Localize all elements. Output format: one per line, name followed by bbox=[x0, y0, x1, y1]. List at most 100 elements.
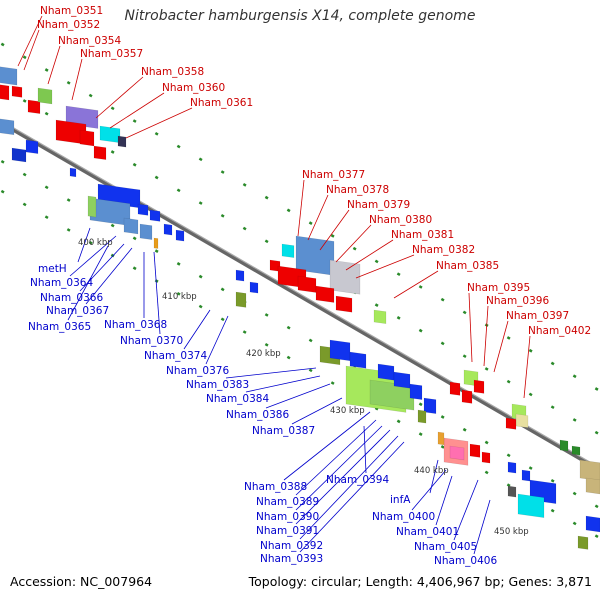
tick-dot bbox=[572, 418, 577, 422]
leader-line bbox=[483, 305, 489, 367]
tick-dot bbox=[418, 328, 423, 333]
tick-dot bbox=[308, 221, 313, 225]
accession-text: Accession: NC_007964 bbox=[10, 574, 153, 589]
tick-dot bbox=[0, 189, 5, 194]
tick-dot bbox=[286, 325, 291, 330]
tick-dot bbox=[462, 354, 467, 358]
gene-feature bbox=[175, 229, 185, 242]
gene-feature bbox=[571, 445, 581, 456]
gene-feature bbox=[27, 99, 41, 114]
gene-feature bbox=[377, 363, 395, 381]
tick-dot bbox=[198, 157, 203, 162]
gene-feature bbox=[329, 259, 361, 295]
tick-dot bbox=[352, 246, 357, 251]
tick-dot bbox=[44, 111, 49, 116]
tick-dot bbox=[198, 304, 203, 309]
leader-line bbox=[183, 309, 211, 350]
tick-dot bbox=[242, 226, 247, 231]
gene-label-reverse: Nham_0366 bbox=[40, 292, 103, 304]
scale-label: 430 kbp bbox=[330, 406, 365, 416]
tick-dot bbox=[110, 150, 115, 154]
leader-line bbox=[355, 254, 415, 279]
gene-label-reverse: Nham_0392 bbox=[260, 540, 323, 552]
tick-dot bbox=[462, 427, 467, 432]
tick-dot bbox=[220, 287, 225, 292]
tick-dot bbox=[484, 440, 489, 445]
scale-label: 400 kbp bbox=[78, 238, 113, 248]
tick-dot bbox=[594, 387, 599, 391]
tick-dot bbox=[0, 159, 5, 164]
tick-dot bbox=[374, 259, 379, 264]
tick-dot bbox=[506, 453, 511, 458]
gene-feature bbox=[149, 209, 161, 222]
tick-dot bbox=[572, 491, 577, 496]
tick-dot bbox=[198, 201, 203, 205]
gene-feature bbox=[449, 445, 465, 461]
gene-label-forward: Nham_0378 bbox=[326, 184, 389, 196]
gene-feature bbox=[507, 485, 517, 498]
tick-dot bbox=[330, 381, 335, 385]
tick-dot bbox=[286, 355, 291, 360]
tick-dot bbox=[154, 175, 159, 180]
gene-feature bbox=[329, 339, 351, 362]
gene-label-reverse: Nham_0367 bbox=[46, 305, 109, 317]
leader-line bbox=[17, 15, 43, 67]
leader-line bbox=[335, 224, 372, 263]
gene-feature bbox=[137, 203, 149, 216]
genome-summary: Topology: circular; Length: 4,406,967 bp… bbox=[248, 574, 592, 589]
gene-label-forward: Nham_0351 bbox=[40, 5, 103, 17]
gene-label-forward: Nham_0396 bbox=[486, 295, 549, 307]
tick-dot bbox=[572, 374, 577, 379]
leader-line bbox=[69, 235, 117, 277]
gene-label-forward: Nham_0377 bbox=[302, 169, 365, 181]
gene-label-forward: Nham_0361 bbox=[190, 97, 253, 109]
gene-label-forward: Nham_0395 bbox=[467, 282, 530, 294]
tick-dot bbox=[132, 119, 137, 123]
tick-dot bbox=[66, 80, 71, 85]
leader-line bbox=[85, 247, 133, 305]
leader-line bbox=[523, 335, 531, 399]
leader-line bbox=[47, 45, 61, 85]
leader-line bbox=[319, 209, 350, 251]
gene-feature bbox=[25, 139, 39, 154]
leader-line bbox=[393, 270, 439, 299]
gene-feature bbox=[515, 413, 529, 428]
tick-dot bbox=[176, 188, 181, 193]
gene-labels: Nham_0351Nham_0352Nham_0354Nham_0357Nham… bbox=[28, 5, 591, 567]
gene-feature bbox=[315, 285, 335, 303]
gene-feature bbox=[521, 469, 531, 482]
leader-line bbox=[468, 292, 473, 363]
tick-dot bbox=[44, 68, 49, 72]
tick-dot bbox=[44, 215, 49, 220]
leader-line bbox=[429, 459, 439, 494]
gene-feature bbox=[235, 269, 245, 282]
gene-feature bbox=[79, 129, 95, 147]
tick-dot bbox=[242, 183, 247, 187]
gene-label-reverse: Nham_0383 bbox=[186, 379, 249, 391]
gene-label-forward: Nham_0379 bbox=[347, 199, 410, 211]
tick-dot bbox=[264, 195, 269, 200]
leader-line bbox=[295, 429, 391, 525]
tick-dot bbox=[484, 470, 489, 475]
leader-line bbox=[307, 194, 329, 241]
gene-feature bbox=[585, 477, 600, 495]
leader-line bbox=[453, 479, 479, 541]
tick-dot bbox=[484, 367, 489, 371]
leader-line bbox=[295, 425, 383, 511]
gene-feature bbox=[0, 83, 10, 101]
gene-feature bbox=[69, 167, 77, 178]
tick-dot bbox=[0, 42, 5, 47]
tick-dot bbox=[220, 170, 225, 174]
gene-label-forward: Nham_0397 bbox=[506, 310, 569, 322]
gene-feature bbox=[295, 235, 335, 276]
scale-label: 420 kbp bbox=[246, 349, 281, 359]
tick-dot bbox=[286, 208, 291, 213]
gene-label-forward: Nham_0357 bbox=[80, 48, 143, 60]
tick-dot bbox=[154, 249, 159, 253]
gene-feature bbox=[579, 459, 600, 482]
gene-label-reverse: Nham_0370 bbox=[120, 335, 183, 347]
tick-dot bbox=[176, 291, 181, 296]
gene-label-reverse: Nham_0388 bbox=[244, 481, 307, 493]
gene-feature bbox=[437, 431, 445, 446]
gene-label-reverse: Nham_0393 bbox=[260, 553, 323, 565]
